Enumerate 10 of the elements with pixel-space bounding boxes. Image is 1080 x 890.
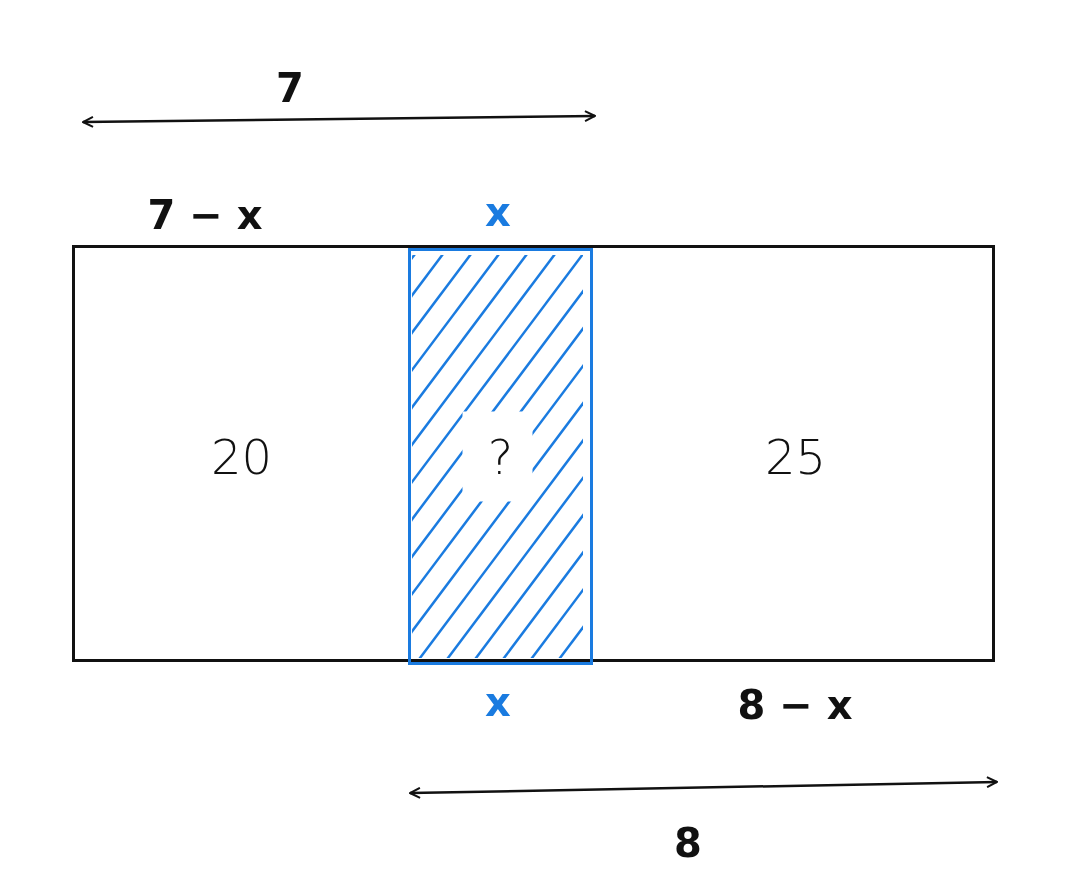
area-value: 25 — [764, 428, 827, 485]
dimension-label: 7 − x — [147, 192, 263, 238]
dimension-label: x — [485, 679, 511, 725]
dimension-label: 8 — [674, 820, 702, 866]
area-value: ? — [487, 428, 514, 485]
area-value: 20 — [210, 428, 273, 485]
dimension-label: 7 — [276, 65, 304, 111]
rectangle — [72, 245, 995, 662]
dimension-label: x — [485, 189, 511, 235]
dimension-label: 8 − x — [737, 682, 853, 728]
